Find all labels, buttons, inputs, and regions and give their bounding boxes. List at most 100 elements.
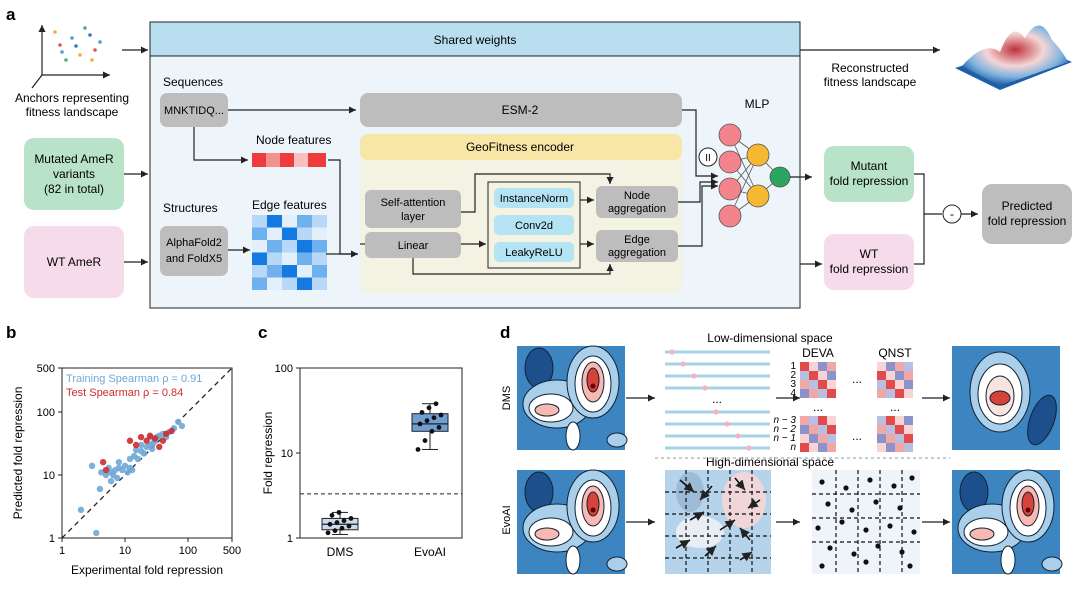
self-attention-label-line1: Self-attention: [381, 197, 446, 209]
edge-feature-cell: [297, 277, 312, 290]
edge-feature-cell: [312, 252, 327, 265]
self-attention-label-line2: layer: [401, 211, 425, 223]
box-point: [426, 405, 432, 411]
heatmap-cell: [904, 434, 913, 443]
heatmap-cell: [886, 389, 895, 398]
evoai-result-map-contour: [1021, 491, 1035, 517]
scatter-point: [132, 446, 140, 454]
conv2d-label: Conv2d: [515, 220, 553, 232]
edge-feature-cell: [252, 215, 267, 228]
y-tick-label: 10: [43, 470, 55, 482]
panel-letter-c: c: [258, 323, 267, 342]
scatter-point: [134, 455, 142, 463]
edge-feature-cell: [312, 277, 327, 290]
gradient-arrow: [689, 511, 705, 521]
scatter-axes-frame: [61, 367, 233, 539]
self-attention-box: [365, 190, 461, 228]
predicted-fold-line2: fold repression: [988, 214, 1067, 228]
edge-feature-cell: [267, 240, 282, 253]
sampled-point: [887, 523, 893, 529]
edge-feature-cell: [297, 252, 312, 265]
dms-map-contour: [606, 432, 628, 448]
heatmap-cell: [818, 389, 827, 398]
heatmap-cell: [877, 371, 886, 380]
mutated-variants-box: [24, 138, 124, 210]
box-point: [348, 516, 354, 521]
panel-letter-b: b: [6, 323, 16, 342]
linear-label: Linear: [398, 240, 429, 252]
dms-ellipsis: ...: [712, 392, 722, 406]
edge-feature-cell: [312, 265, 327, 278]
sampled-point: [827, 545, 833, 551]
x-category-label: DMS: [327, 545, 354, 559]
heatmap-cell: [800, 434, 809, 443]
box-point: [424, 418, 430, 424]
sequence-value: MNKTIDQ...: [164, 105, 224, 117]
heatmap-row-label: n − 1: [773, 433, 796, 444]
box-point: [429, 428, 435, 434]
sampled-point: [867, 477, 873, 483]
box-point: [329, 512, 335, 518]
evoai-row-label: EvoAI: [501, 505, 513, 534]
evoai-map-peak-dot: [590, 507, 596, 513]
y-axis-label: Fold repression: [261, 412, 275, 495]
scatter-point: [98, 469, 105, 476]
edge-aggregation-box: [596, 230, 678, 262]
edge-feature-cell: [297, 215, 312, 228]
box-point: [415, 447, 421, 452]
y-tick-label: 10: [281, 448, 293, 460]
heatmap-row-label: 3: [790, 379, 796, 390]
geofitness-header: [360, 134, 682, 160]
wt-amer-box: [24, 226, 124, 298]
edge-feature-cell: [267, 265, 282, 278]
heatmap-cell: [827, 416, 836, 425]
heatmap-cell: [827, 371, 836, 380]
heatmap-cell: [800, 443, 809, 452]
scatter-point: [121, 462, 129, 470]
scatter-point: [102, 471, 110, 479]
panel-d-arrows: [626, 394, 950, 526]
heatmap-ellipsis-4: ...: [890, 400, 900, 414]
x-axis-label: Experimental fold repression: [71, 563, 223, 577]
shared-weights-label: Shared weights: [434, 33, 517, 47]
scatter-point: [77, 506, 85, 514]
box-point: [346, 523, 352, 529]
mlp-network-icon: [718, 123, 791, 228]
heatmap-row-label: 4: [790, 388, 796, 399]
dms-scan-lines: [665, 349, 770, 451]
edge-aggregation-line2: aggregation: [608, 247, 666, 259]
evoai-sampling-contour: [722, 472, 766, 528]
scatter-point: [107, 469, 115, 476]
predicted-fold-box: [982, 184, 1072, 244]
heatmap-cell: [818, 434, 827, 443]
wt-fold-line2: fold repression: [830, 262, 909, 276]
heatmaps: [800, 362, 913, 452]
heatmap-cell: [895, 380, 904, 389]
heatmap-cell: [827, 380, 836, 389]
edge-feature-cell: [252, 240, 267, 253]
edge-feature-cell: [252, 277, 267, 290]
sampled-point: [909, 475, 915, 481]
x-tick-label: 100: [179, 545, 197, 557]
concat-icon: [698, 147, 718, 167]
box-point: [325, 530, 331, 536]
scatter-point: [93, 529, 100, 537]
scatter-point: [132, 441, 140, 449]
heatmap-cell: [886, 362, 895, 371]
evoai-sampling-grid: [665, 470, 920, 574]
heatmap-cell: [886, 443, 895, 452]
leakyrelu-label: LeakyReLU: [505, 247, 563, 259]
node-features-label: Node features: [256, 133, 331, 147]
heatmap-cell: [877, 389, 886, 398]
heatmap-cell: [895, 362, 904, 371]
edge-feature-cell: [282, 227, 297, 240]
sampled-point: [891, 483, 897, 489]
sampled-point: [819, 563, 825, 569]
heatmap-row-label: n: [790, 442, 796, 453]
mlp-label: MLP: [745, 97, 770, 111]
scatter-point: [168, 427, 175, 435]
heatmap-cell: [904, 371, 913, 380]
structures-label: Structures: [163, 201, 218, 215]
heatmap-cell: [809, 362, 818, 371]
